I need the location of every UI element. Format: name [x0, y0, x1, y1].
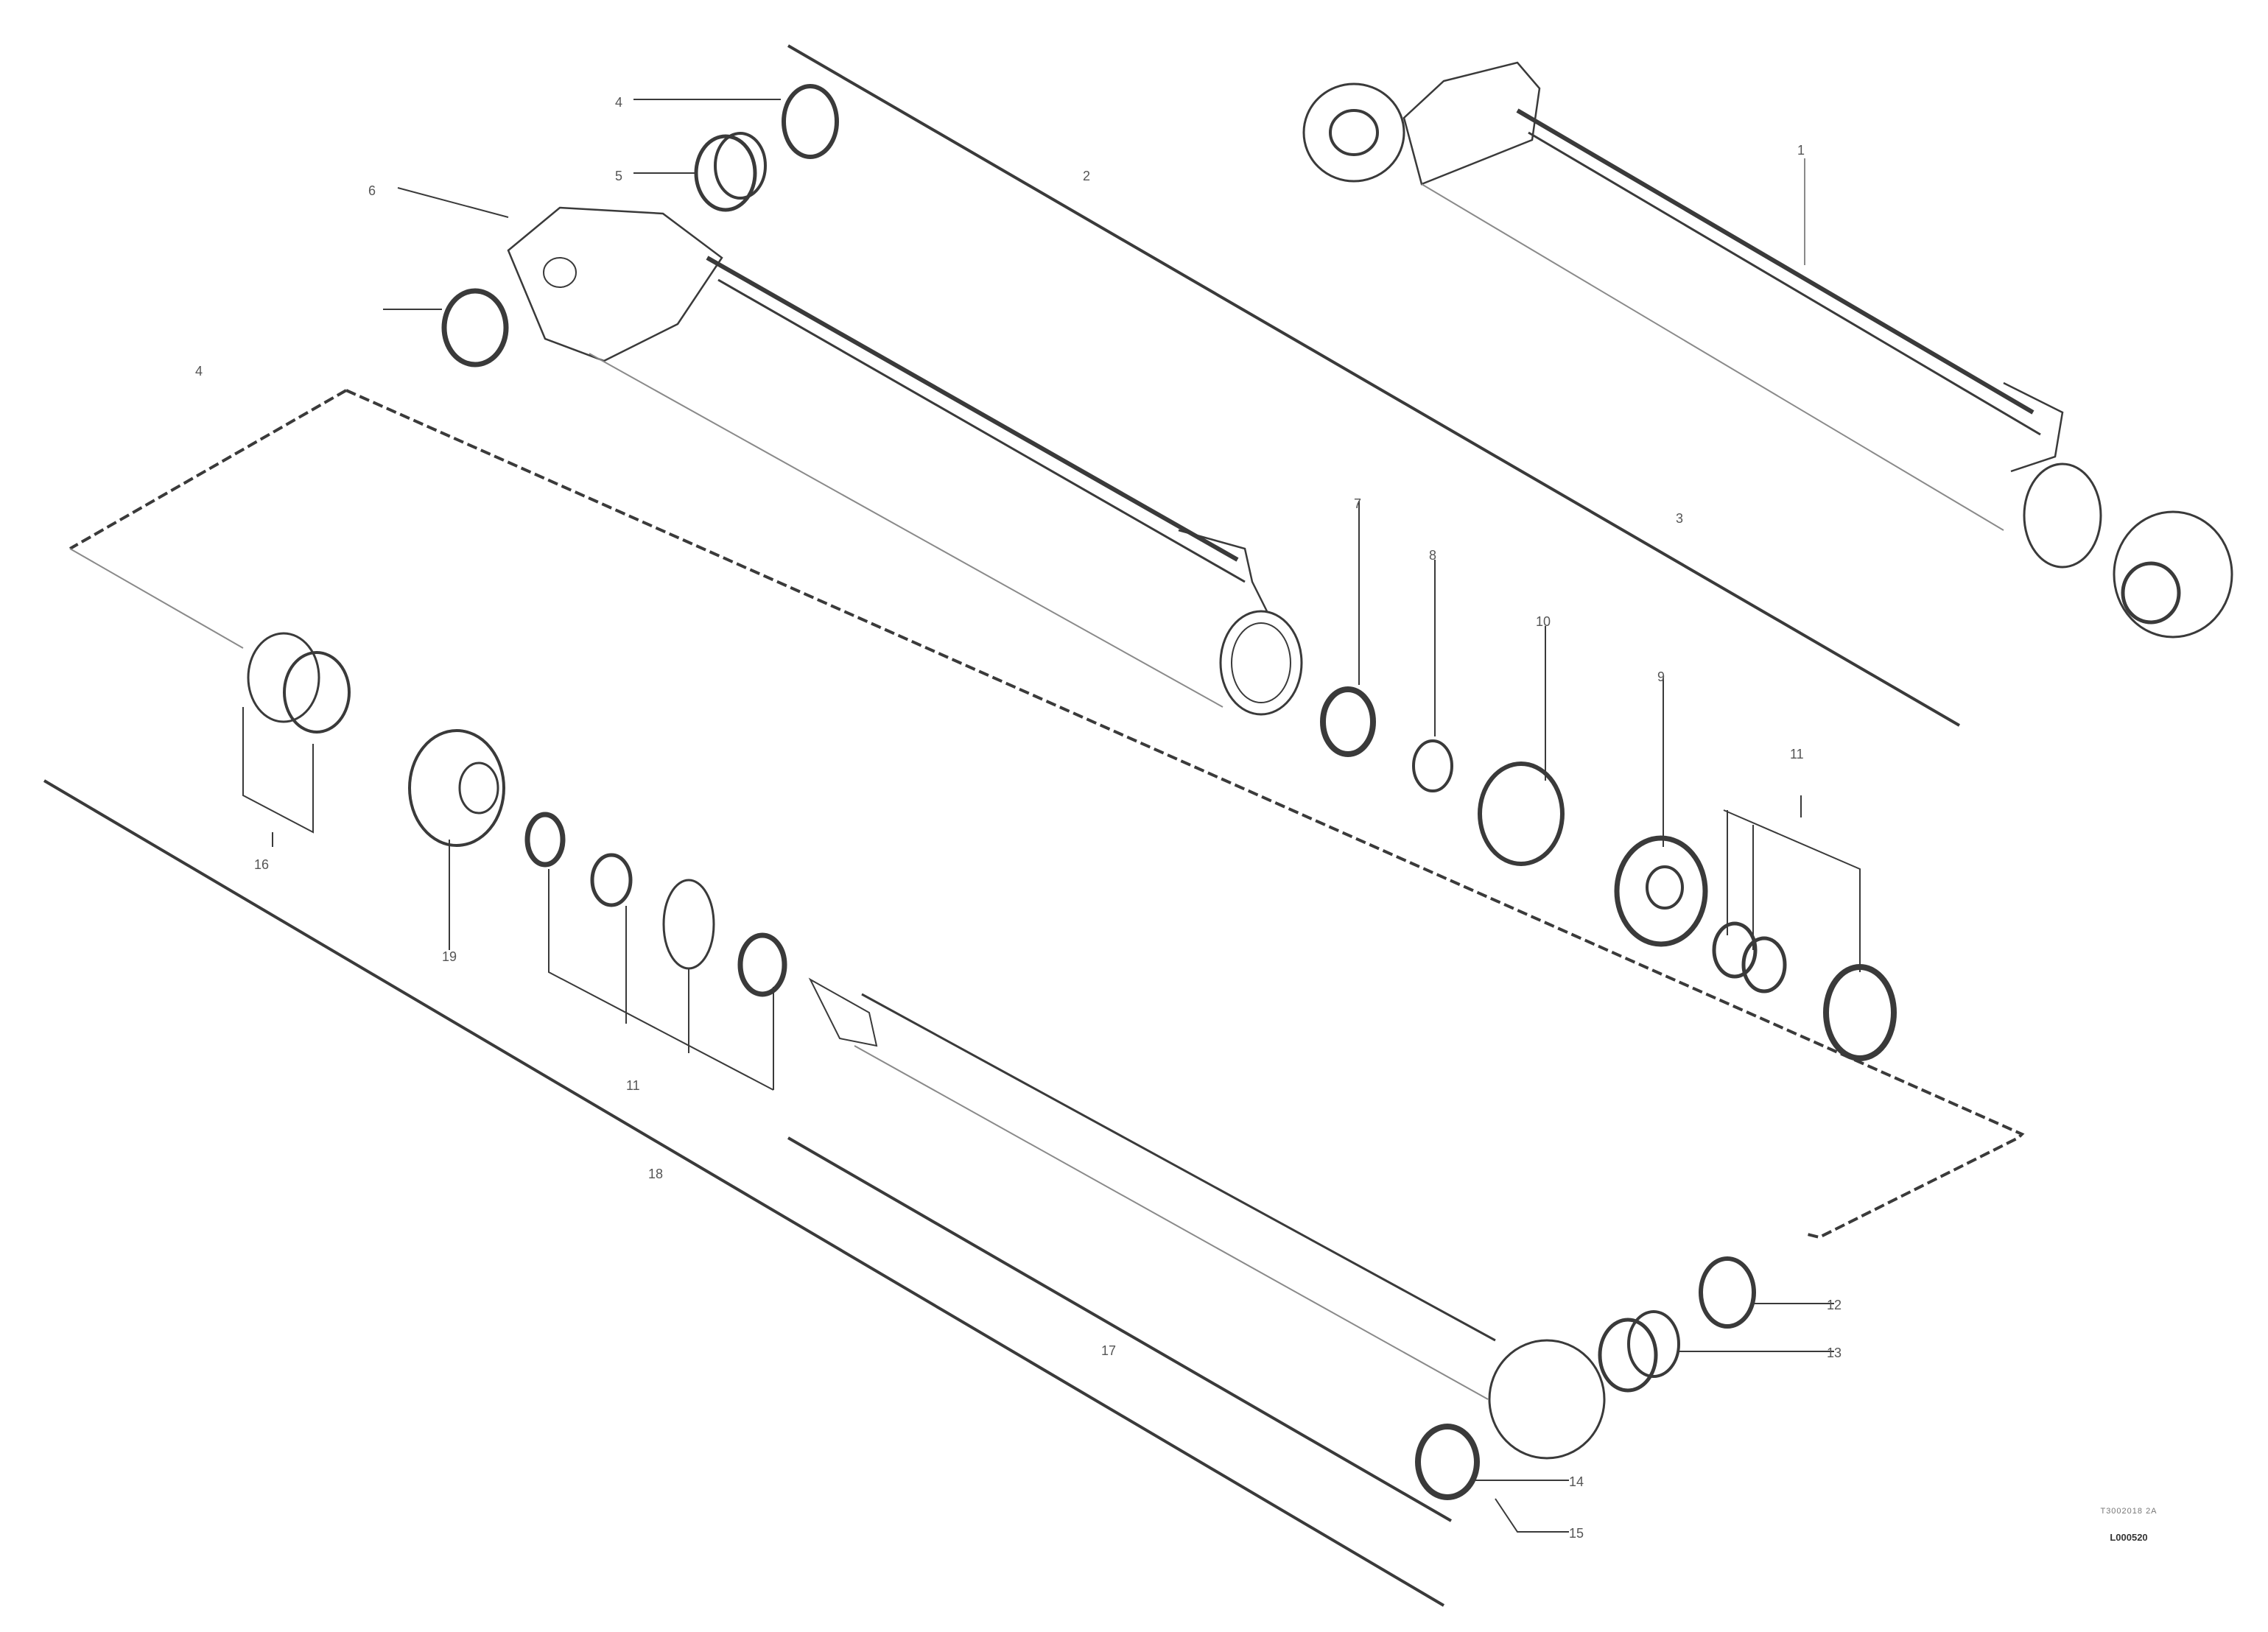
cylinder-rod-eye: [1302, 82, 1405, 183]
drawing-stamp: T3002018 2A L000520: [2055, 1507, 2202, 1543]
stamp-line-1: T3002018 2A: [2100, 1507, 2158, 1516]
callout-18: 18: [648, 1167, 663, 1181]
seal-10-top: [1478, 762, 1565, 866]
bearing-cap: [247, 632, 320, 723]
callout-13: 13: [1827, 1346, 1842, 1360]
gland: [408, 729, 505, 847]
stamp-line-2: L000520: [2110, 1532, 2148, 1543]
callout-15: 15: [1569, 1526, 1584, 1541]
callout-12: 12: [1827, 1298, 1842, 1312]
reference-line-lower-2: [787, 1136, 1453, 1522]
lower-parts: [242, 632, 787, 1091]
callout-1: 1: [1797, 143, 1805, 158]
callout-2: 2: [1083, 169, 1090, 183]
seal-stack: [1320, 501, 1897, 1061]
callout-10: 10: [1536, 614, 1551, 629]
callout-11-lower: 11: [626, 1078, 640, 1093]
callout-labels: 1 2 3 4 5 6 7 8 9 10 11 12 13 14 15 16 1…: [195, 95, 1842, 1541]
callout-4-left: 4: [195, 364, 203, 379]
group-bracket-upper: [69, 389, 2025, 1239]
piston-rod: [808, 977, 1834, 1533]
cylinder-barrel: [507, 206, 1303, 716]
cylinder-tube-top: [1516, 108, 2034, 415]
seal-8: [1412, 739, 1453, 792]
callout-8: 8: [1429, 548, 1436, 563]
callout-16: 16: [254, 857, 269, 872]
assembled-cylinder: [1302, 61, 2233, 639]
cylinder-base-collar: [2023, 462, 2102, 569]
piston: [1614, 835, 1708, 947]
seal-7: [1320, 686, 1376, 757]
callout-19: 19: [442, 949, 457, 964]
callout-7: 7: [1354, 496, 1361, 511]
callout-5: 5: [615, 169, 622, 183]
callout-11: 11: [1790, 747, 1804, 762]
callout-9: 9: [1657, 669, 1665, 684]
rod-eye: [1488, 1339, 1606, 1460]
barrel-end: [1219, 610, 1303, 716]
callout-6: 6: [368, 183, 376, 198]
reference-line-lower-1: [43, 779, 1445, 1607]
reference-line-2: [787, 44, 1961, 727]
callout-14: 14: [1569, 1474, 1584, 1489]
callout-17: 17: [1101, 1343, 1116, 1358]
callout-4: 4: [615, 95, 622, 110]
barrel-head-seals: [383, 84, 839, 367]
callout-3: 3: [1676, 511, 1683, 526]
